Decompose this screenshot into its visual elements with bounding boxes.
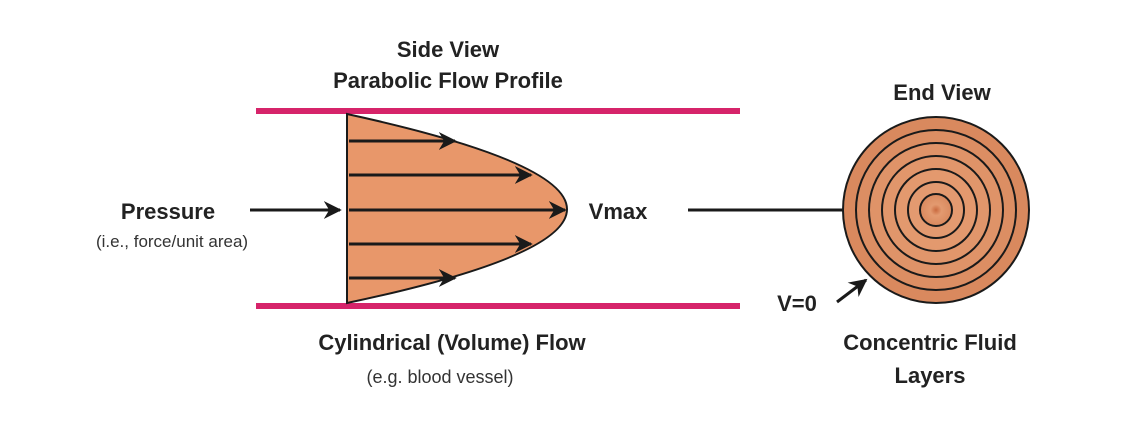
end-view-caption-line2: Layers [895, 363, 966, 388]
pressure-sublabel: (i.e., force/unit area) [96, 232, 248, 251]
fluid-layer-ring-7 [919, 193, 953, 227]
cylindrical-flow-sublabel: (e.g. blood vessel) [366, 367, 513, 387]
side-view-title: Side View [397, 37, 500, 62]
concentric-fluid-layers [842, 116, 1030, 304]
pressure-label: Pressure [121, 199, 215, 224]
v0-label: V=0 [777, 291, 817, 316]
vmax-label: Vmax [589, 199, 648, 224]
cylindrical-flow-label: Cylindrical (Volume) Flow [318, 330, 586, 355]
v0-arrow [836, 278, 868, 304]
end-view-title: End View [893, 80, 991, 105]
end-view-caption-line1: Concentric Fluid [843, 330, 1017, 355]
velocity-arrows [349, 132, 567, 287]
side-view-subtitle: Parabolic Flow Profile [333, 68, 563, 93]
